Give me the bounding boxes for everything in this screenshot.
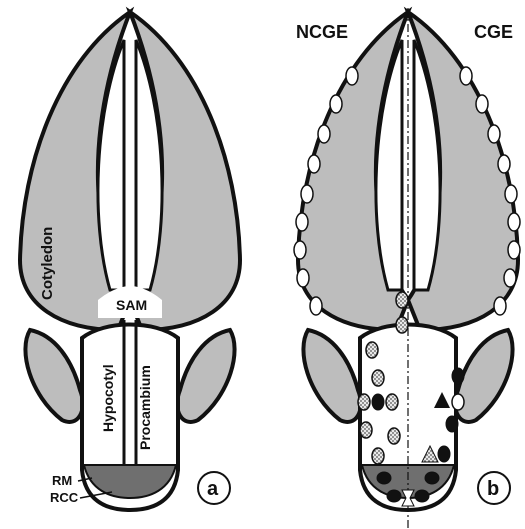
black-oval — [446, 416, 458, 432]
white-oval — [488, 125, 500, 143]
panel-a-letter: a — [207, 478, 219, 500]
white-oval — [494, 297, 506, 315]
white-oval — [460, 67, 472, 85]
stippled-oval — [358, 394, 370, 410]
stippled-oval — [360, 422, 372, 438]
label-ncge: NCGE — [296, 22, 348, 42]
label-cge: CGE — [474, 22, 513, 42]
label-sam: SAM — [116, 297, 147, 313]
panel-b: NCGE CGE b — [294, 8, 520, 528]
black-oval — [425, 472, 439, 484]
black-oval — [377, 472, 391, 484]
white-oval — [301, 185, 313, 203]
panel-a: Cotyledon SAM Hypocotyl Procambium RM RC… — [20, 12, 240, 510]
white-oval — [330, 95, 342, 113]
label-cotyledon: Cotyledon — [39, 227, 56, 300]
stippled-oval — [386, 394, 398, 410]
left-lower-lobe — [25, 330, 82, 422]
white-oval — [505, 185, 517, 203]
white-oval — [508, 213, 520, 231]
black-oval — [452, 368, 464, 384]
stippled-oval — [372, 448, 384, 464]
white-oval — [294, 241, 306, 259]
white-oval — [310, 297, 322, 315]
label-procambium: Procambium — [137, 365, 153, 450]
black-oval — [415, 490, 429, 502]
panel-b-letter: b — [487, 478, 499, 500]
black-oval — [372, 394, 384, 410]
white-oval — [452, 394, 464, 410]
stippled-oval — [372, 370, 384, 386]
white-oval — [346, 67, 358, 85]
white-oval — [297, 269, 309, 287]
white-oval — [476, 95, 488, 113]
label-rm: RM — [52, 473, 72, 488]
white-oval — [296, 213, 308, 231]
black-oval — [438, 446, 450, 462]
stippled-oval — [388, 428, 400, 444]
stippled-oval — [396, 317, 408, 333]
white-oval — [508, 241, 520, 259]
white-oval — [308, 155, 320, 173]
label-rcc: RCC — [50, 490, 79, 505]
white-oval — [318, 125, 330, 143]
black-oval — [387, 490, 401, 502]
white-oval — [504, 269, 516, 287]
white-oval — [498, 155, 510, 173]
right-lower-lobe — [177, 330, 234, 422]
label-hypocotyl: Hypocotyl — [100, 364, 116, 432]
stippled-oval — [396, 292, 408, 308]
left-lower-lobe-b — [303, 330, 360, 422]
stippled-oval — [366, 342, 378, 358]
